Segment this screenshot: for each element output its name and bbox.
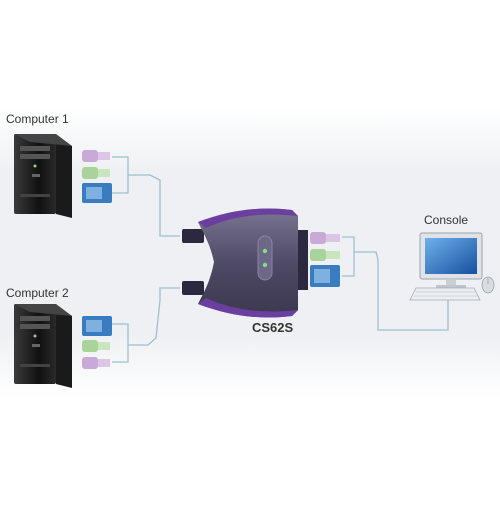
ps2-connector-icon xyxy=(82,357,110,369)
cables xyxy=(112,156,449,363)
cable-c2-bundle xyxy=(112,323,129,363)
keyboard-icon xyxy=(409,287,481,301)
cable-c1-to-switch xyxy=(128,174,180,237)
c1-connectors xyxy=(82,150,112,203)
vga-connector-icon xyxy=(82,316,112,336)
label-computer-1: Computer 1 xyxy=(6,112,69,126)
ps2-connector-icon xyxy=(82,340,110,352)
led-1 xyxy=(262,248,268,254)
cable-to-console xyxy=(354,251,449,331)
ps2-connector-icon xyxy=(310,249,340,261)
vga-connector-icon xyxy=(310,265,340,287)
tower-computer-icon xyxy=(14,304,72,388)
monitor-icon xyxy=(419,232,483,289)
cable-c2-to-switch xyxy=(128,287,180,346)
c2-connectors xyxy=(82,316,112,369)
mouse-icon xyxy=(481,276,495,294)
label-model: CS62S xyxy=(252,320,294,335)
cable-console-bundle xyxy=(342,236,355,277)
led-2 xyxy=(262,262,268,268)
kvm-switch-icon xyxy=(182,208,308,318)
label-console: Console xyxy=(424,213,469,227)
vga-connector-icon xyxy=(82,183,112,203)
ps2-connector-icon xyxy=(82,167,110,179)
console-connectors xyxy=(310,232,340,287)
ps2-connector-icon xyxy=(310,232,340,244)
label-computer-2: Computer 2 xyxy=(6,286,69,300)
ps2-connector-icon xyxy=(82,150,110,162)
tower-computer-icon xyxy=(14,134,72,218)
